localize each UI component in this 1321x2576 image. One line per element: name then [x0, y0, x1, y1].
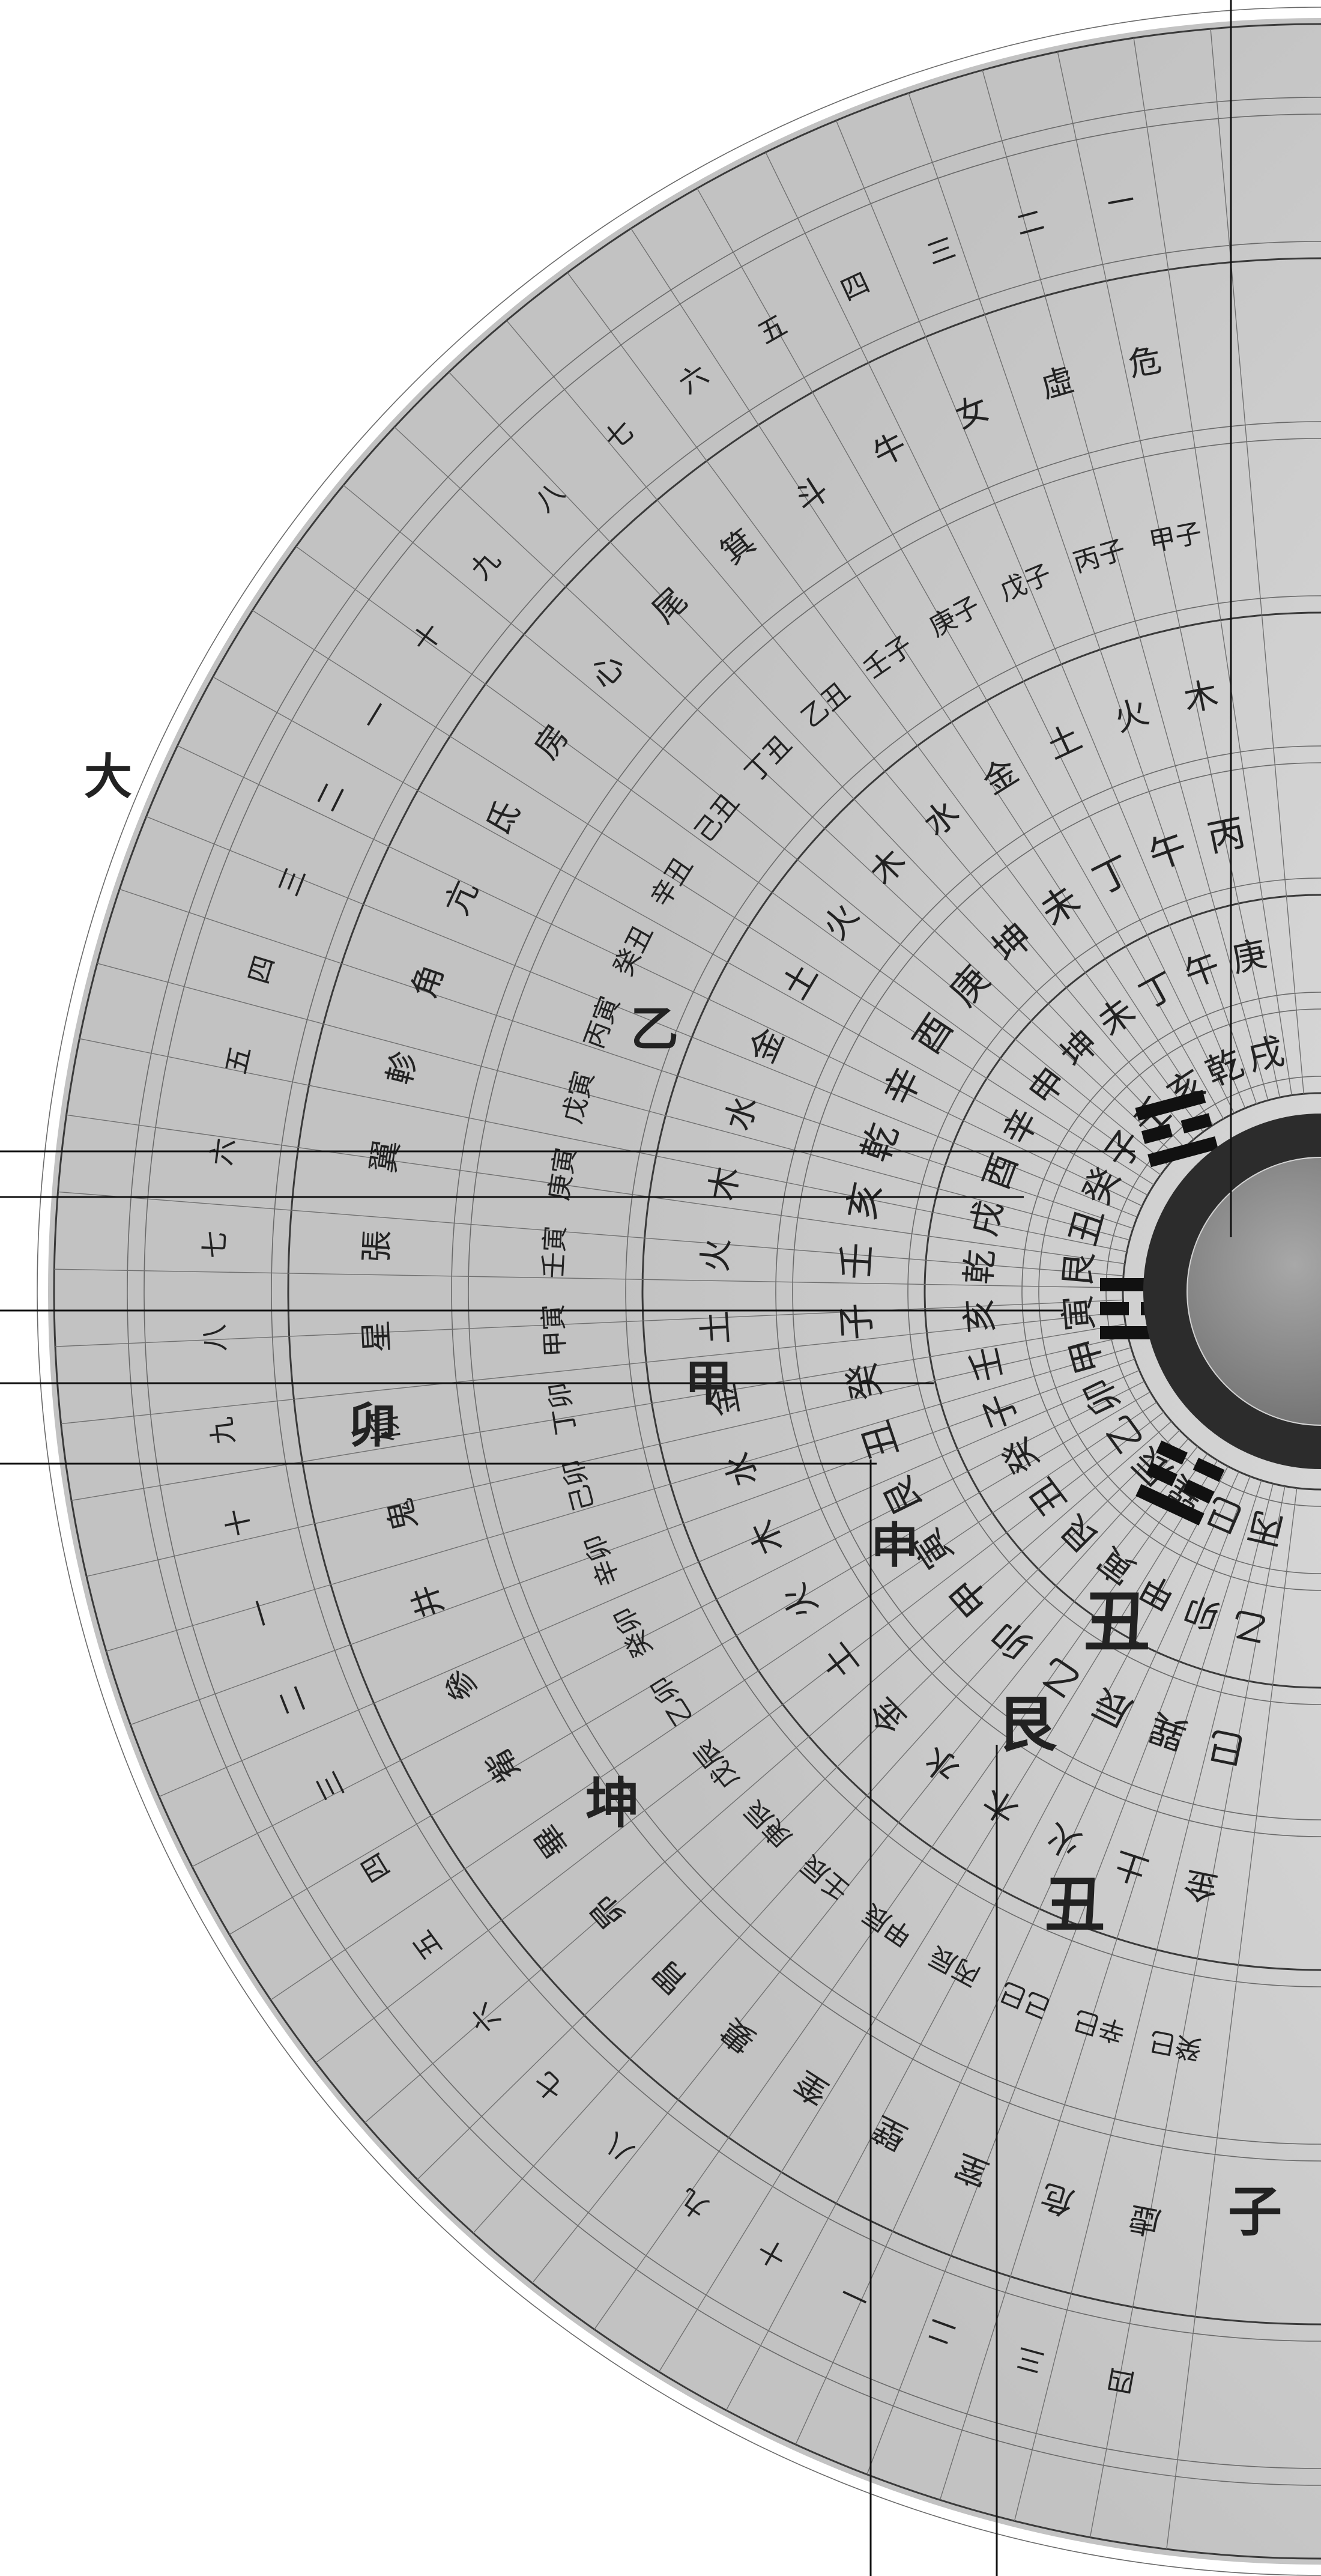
ring-glyph: 壬寅: [538, 1225, 571, 1279]
ring-glyph: 張: [357, 1229, 397, 1263]
large-glyph: 乙: [630, 1001, 679, 1057]
ring-glyph: 虛: [1125, 2199, 1164, 2242]
large-glyph: 甲: [685, 1355, 733, 1411]
ring-glyph: 土: [696, 1309, 737, 1345]
ring-glyph: 壬: [833, 1241, 880, 1281]
ring-glyph: 艮: [1057, 1250, 1102, 1290]
large-glyph: 卯: [348, 1397, 396, 1453]
large-glyph: 艮: [997, 1689, 1057, 1760]
ring-glyph: 甲寅: [538, 1303, 571, 1357]
ring-glyph: 亥: [958, 1297, 1001, 1335]
ring-glyph: 八: [198, 1323, 232, 1352]
ring-glyph: 寅: [1057, 1293, 1102, 1333]
ring-glyph: 翼: [364, 1138, 407, 1175]
ring-glyph: 一: [1104, 184, 1137, 220]
ring-glyph: 危: [1125, 341, 1164, 384]
large-glyph: 大: [84, 748, 132, 805]
large-glyph: 申: [871, 1517, 919, 1574]
ring-glyph: 四: [1104, 2362, 1137, 2399]
ring-glyph: 火: [696, 1237, 737, 1273]
ring-glyph: 乾: [958, 1248, 1001, 1286]
ring-glyph: 九: [205, 1415, 240, 1446]
large-glyph: 丑: [1045, 1869, 1105, 1940]
ring-glyph: 星: [357, 1320, 397, 1354]
ring-glyph: 七: [198, 1230, 232, 1259]
large-glyph: 丑: [1084, 1583, 1150, 1661]
large-glyph: 子: [1228, 2180, 1282, 2244]
ring-glyph: 子: [833, 1302, 880, 1342]
large-glyph: 坤: [585, 1772, 639, 1835]
